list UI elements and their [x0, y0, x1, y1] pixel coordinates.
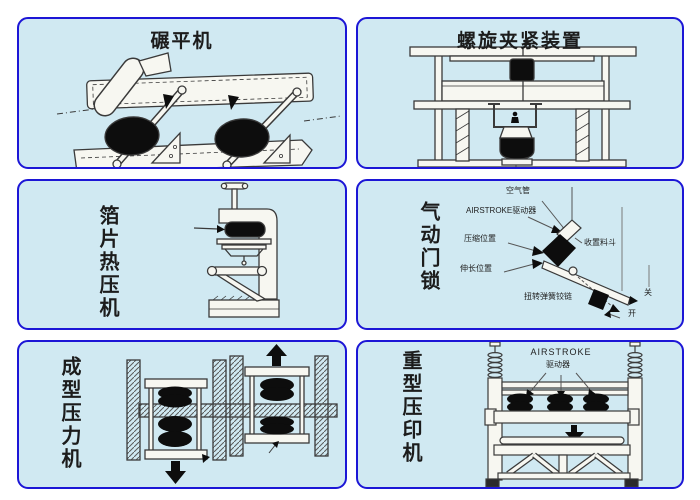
label-torsion-hinge: 扭转弹簧铰链 [524, 292, 572, 301]
screw-clamp-diagram [409, 46, 637, 167]
panel-flattener: 碾平机 [17, 17, 347, 169]
heavy-stamper-diagram [484, 342, 643, 487]
label-hopper-door: 收置料斗 [584, 238, 616, 247]
panel-door-lock: 气动门锁 空气管 AIRSTROKE驱动器 压缩位置 伸长位置 收置料斗 扭转弹… [356, 179, 684, 330]
foil-press-diagram [193, 182, 280, 318]
panel-door-lock-title: 气动门锁 [417, 201, 439, 293]
panel-foil-press-title: 箔片热压机 [96, 205, 118, 320]
panel-foil-press: 箔片热压机 [17, 179, 347, 330]
label-actuator: 驱动器 [546, 360, 570, 369]
panel-screw-clamp: 螺旋夹紧装置 [356, 17, 684, 169]
panel-flattener-title: 碾平机 [150, 31, 214, 52]
panel-heavy-stamper-title: 重型压印机 [399, 350, 421, 465]
panel-forming-press: 成型压力机 [17, 340, 347, 489]
label-airstroke: AIRSTROKE [530, 347, 592, 357]
flattener-diagram [56, 52, 342, 167]
panel-heavy-stamper: 重型压印机 AIRSTROKE 驱动器 [356, 340, 684, 489]
forming-press-diagram [126, 344, 338, 484]
label-airstroke-actuator: AIRSTROKE驱动器 [466, 206, 537, 215]
panel-forming-press-title: 成型压力机 [58, 356, 80, 471]
label-door-open: 开 [628, 309, 636, 318]
panel-screw-clamp-title: 螺旋夹紧装置 [456, 31, 583, 52]
label-door-closed: 关 [644, 288, 652, 297]
door-lock-diagram [503, 187, 650, 319]
label-compressed-position: 压缩位置 [464, 234, 496, 243]
label-extended-position: 伸长位置 [460, 264, 492, 273]
label-air-line: 空气管 [506, 186, 530, 195]
